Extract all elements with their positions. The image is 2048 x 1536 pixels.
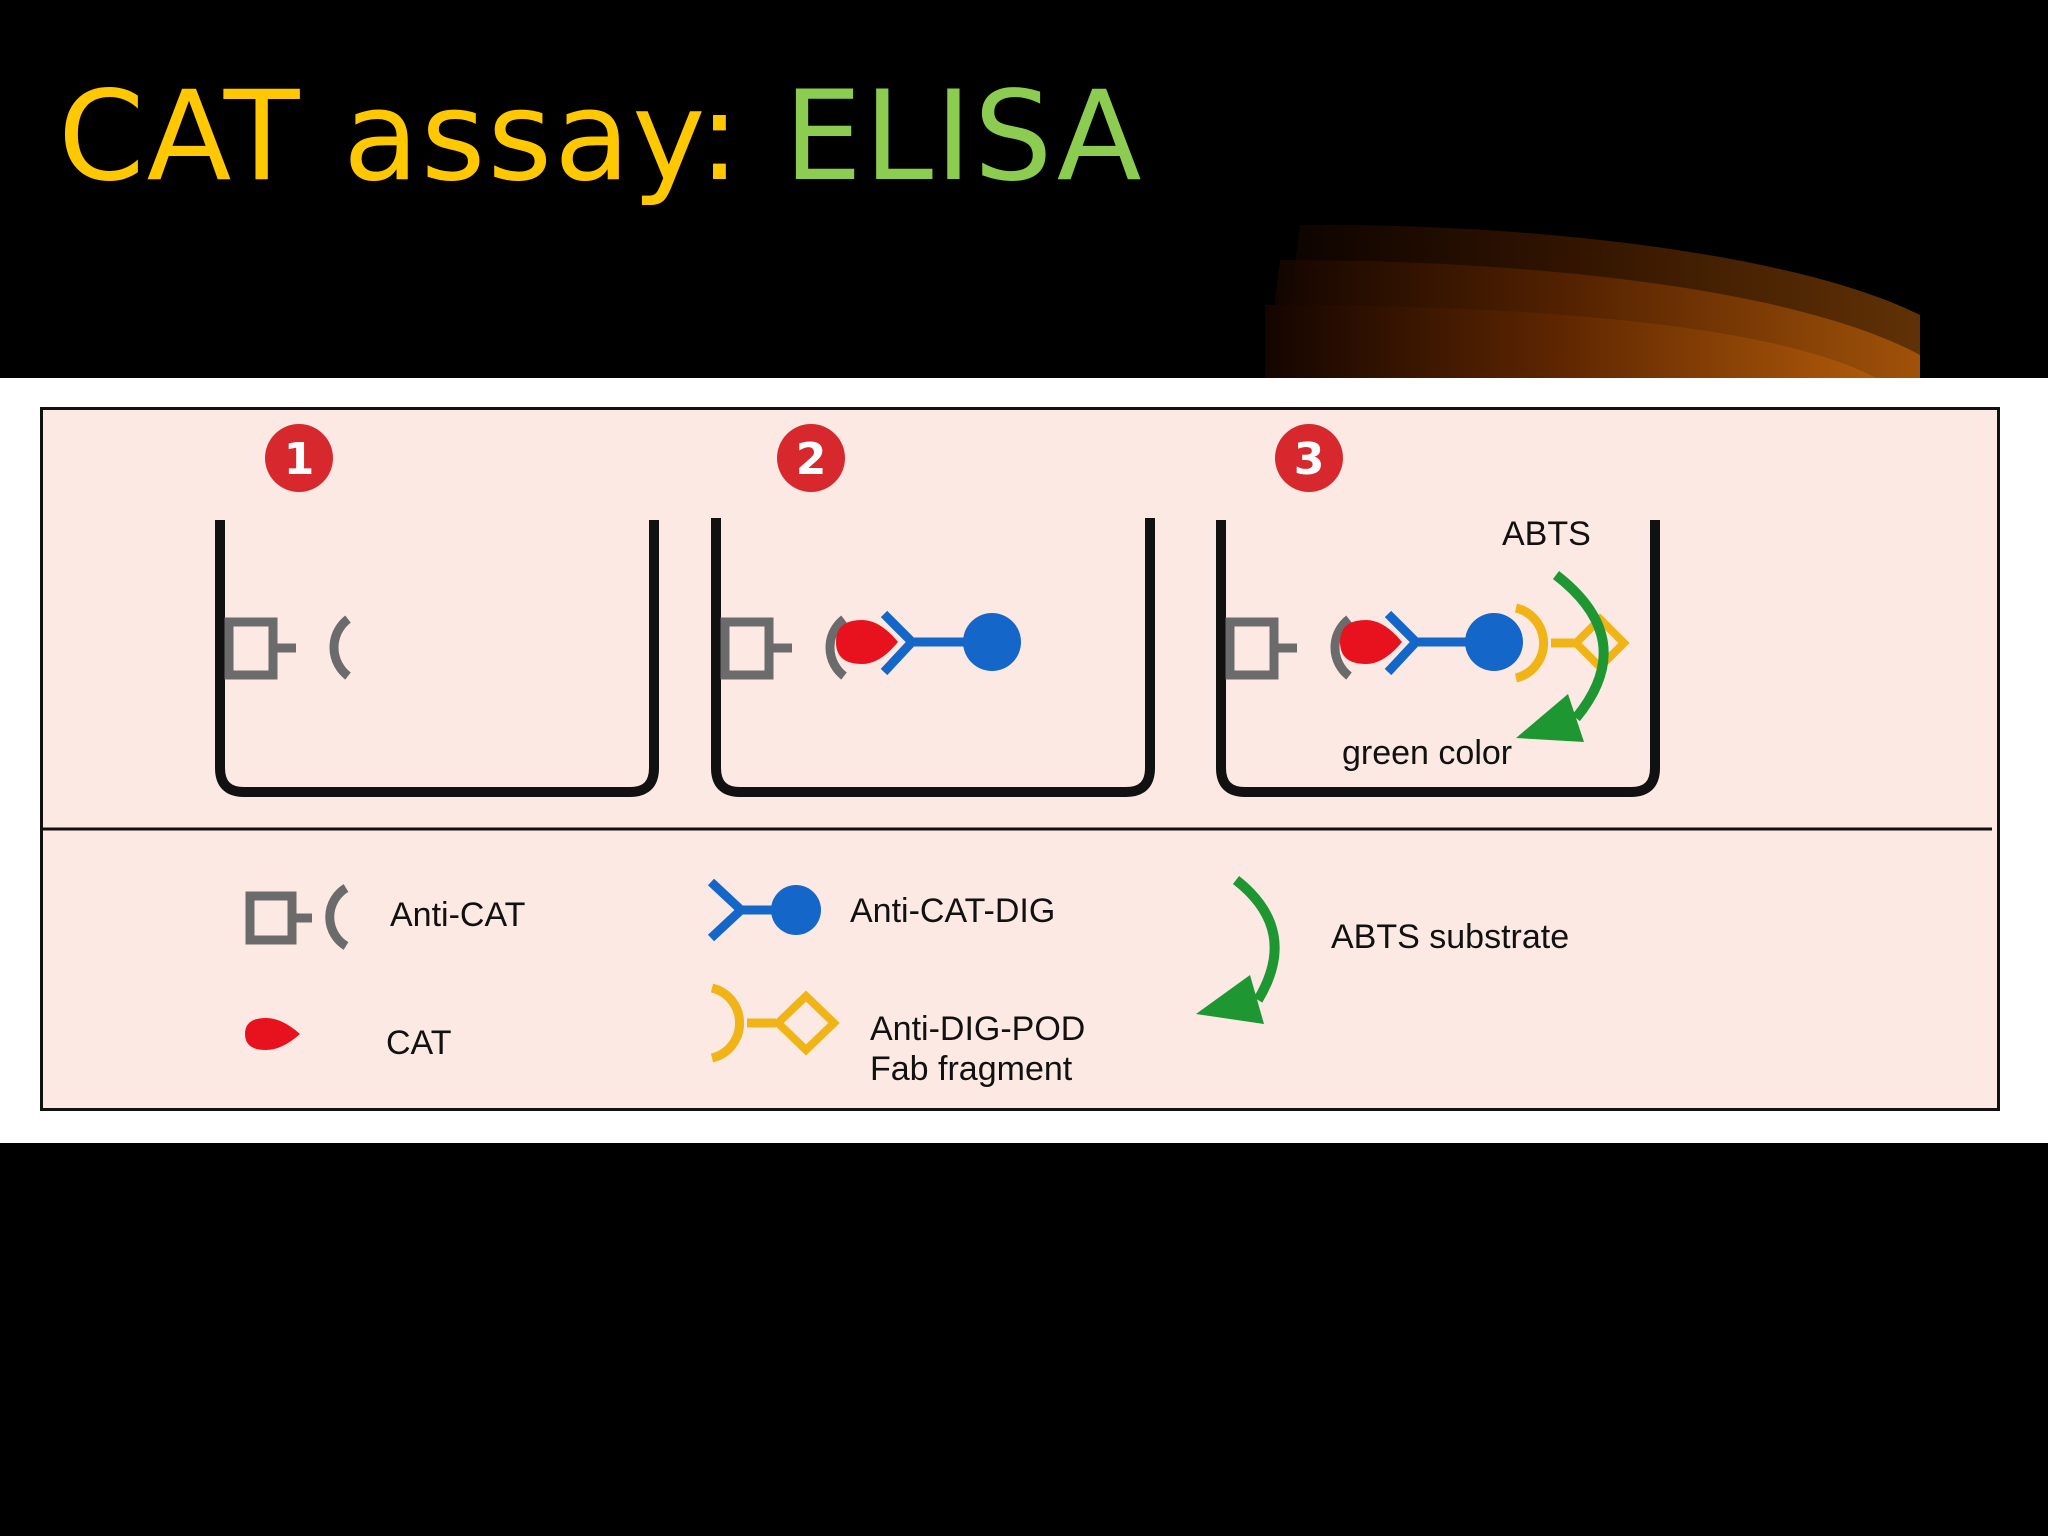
- decorative-swoosh: [1265, 224, 1920, 380]
- legend-anti-dig-pod-icon: [710, 983, 840, 1063]
- step-badge-2: 2: [777, 424, 845, 492]
- legend-anti-dig-pod-label-line2: Fab fragment: [870, 1050, 1073, 1088]
- well-2: [711, 518, 1155, 797]
- diagram-panel: [40, 407, 2000, 1111]
- cat-icon: [836, 620, 898, 664]
- step-badge-circle: [265, 424, 333, 492]
- step-number-2: 2: [796, 434, 827, 485]
- well-3: [1216, 520, 1660, 797]
- slide-title-part1: CAT assay:: [58, 65, 784, 209]
- anti-cat-dig-icon: [880, 610, 1021, 676]
- legend-anti-cat-dig-icon: [707, 878, 821, 942]
- step-badge-1: 1: [265, 424, 333, 492]
- step-badge-circle: [777, 424, 845, 492]
- well-1: [215, 520, 659, 797]
- legend-abts-substrate-label: ABTS substrate: [1331, 918, 1569, 956]
- slide-title: CAT assay: ELISA: [58, 62, 1144, 212]
- abts-label: ABTS: [1502, 515, 1591, 553]
- step-badge-circle: [1275, 424, 1343, 492]
- cat-icon: [1340, 620, 1402, 664]
- slide-title-part2: ELISA: [783, 65, 1144, 209]
- green-color-label: green color: [1342, 734, 1512, 772]
- anti-cat-dig-icon: [1384, 610, 1523, 676]
- anti-cat-icon: [720, 615, 847, 680]
- legend-anti-cat-label: Anti-CAT: [390, 896, 525, 934]
- legend-anti-dig-pod-label-line1: Anti-DIG-POD: [870, 1010, 1085, 1048]
- legend-abts-arrow-icon: [1196, 876, 1280, 1024]
- anti-cat-icon: [1225, 615, 1352, 680]
- anti-cat-icon: [224, 615, 351, 680]
- abts-arrow-icon: [1516, 571, 1609, 742]
- legend-cat-label: CAT: [386, 1024, 451, 1062]
- legend-cat-icon: [245, 1018, 300, 1050]
- legend-anti-cat-dig-label: Anti-CAT-DIG: [850, 892, 1055, 930]
- step-number-1: 1: [284, 434, 315, 485]
- step-number-3: 3: [1294, 434, 1325, 485]
- step-badge-3: 3: [1275, 424, 1343, 492]
- legend-anti-cat-icon: [245, 884, 349, 950]
